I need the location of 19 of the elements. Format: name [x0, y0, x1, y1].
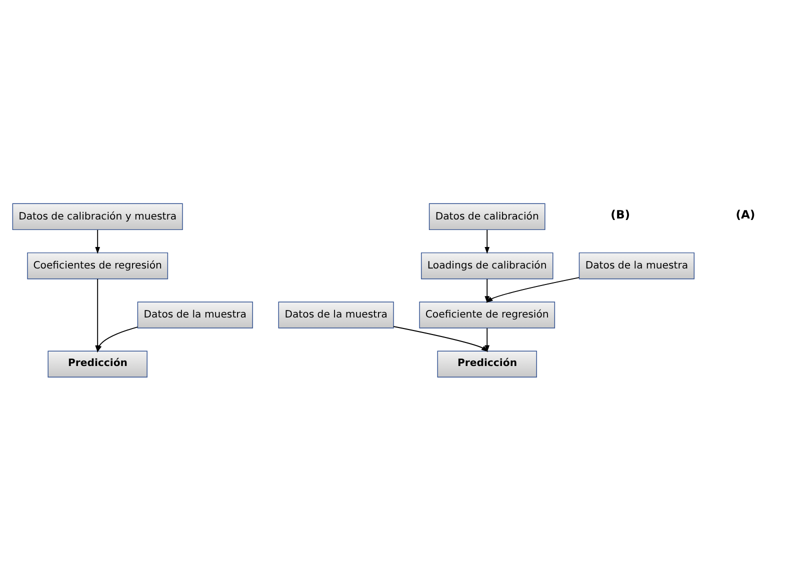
node-box: Datos de calibración	[428, 202, 546, 230]
arrow	[484, 327, 490, 352]
arrow	[393, 326, 488, 352]
node-box: Predicción	[48, 350, 148, 377]
node-box: Predicción	[437, 350, 537, 377]
arrow	[484, 228, 490, 254]
node-box: Datos de la muestra	[278, 301, 394, 328]
node-box: Coeficientes de regresión	[27, 252, 168, 279]
arrow	[486, 276, 580, 302]
arrow	[484, 278, 490, 303]
node-box: Loadings de calibración	[420, 252, 554, 279]
node-box: Datos de la muestra	[137, 301, 253, 328]
label: (A)	[736, 207, 756, 222]
arrow	[95, 228, 100, 254]
label: (B)	[610, 207, 630, 222]
node-box: Coeficiente de regresión	[419, 301, 556, 328]
arrow	[96, 326, 138, 352]
node-box: Datos de calibración y muestra	[12, 202, 183, 230]
node-box: Datos de la muestra	[578, 252, 695, 279]
